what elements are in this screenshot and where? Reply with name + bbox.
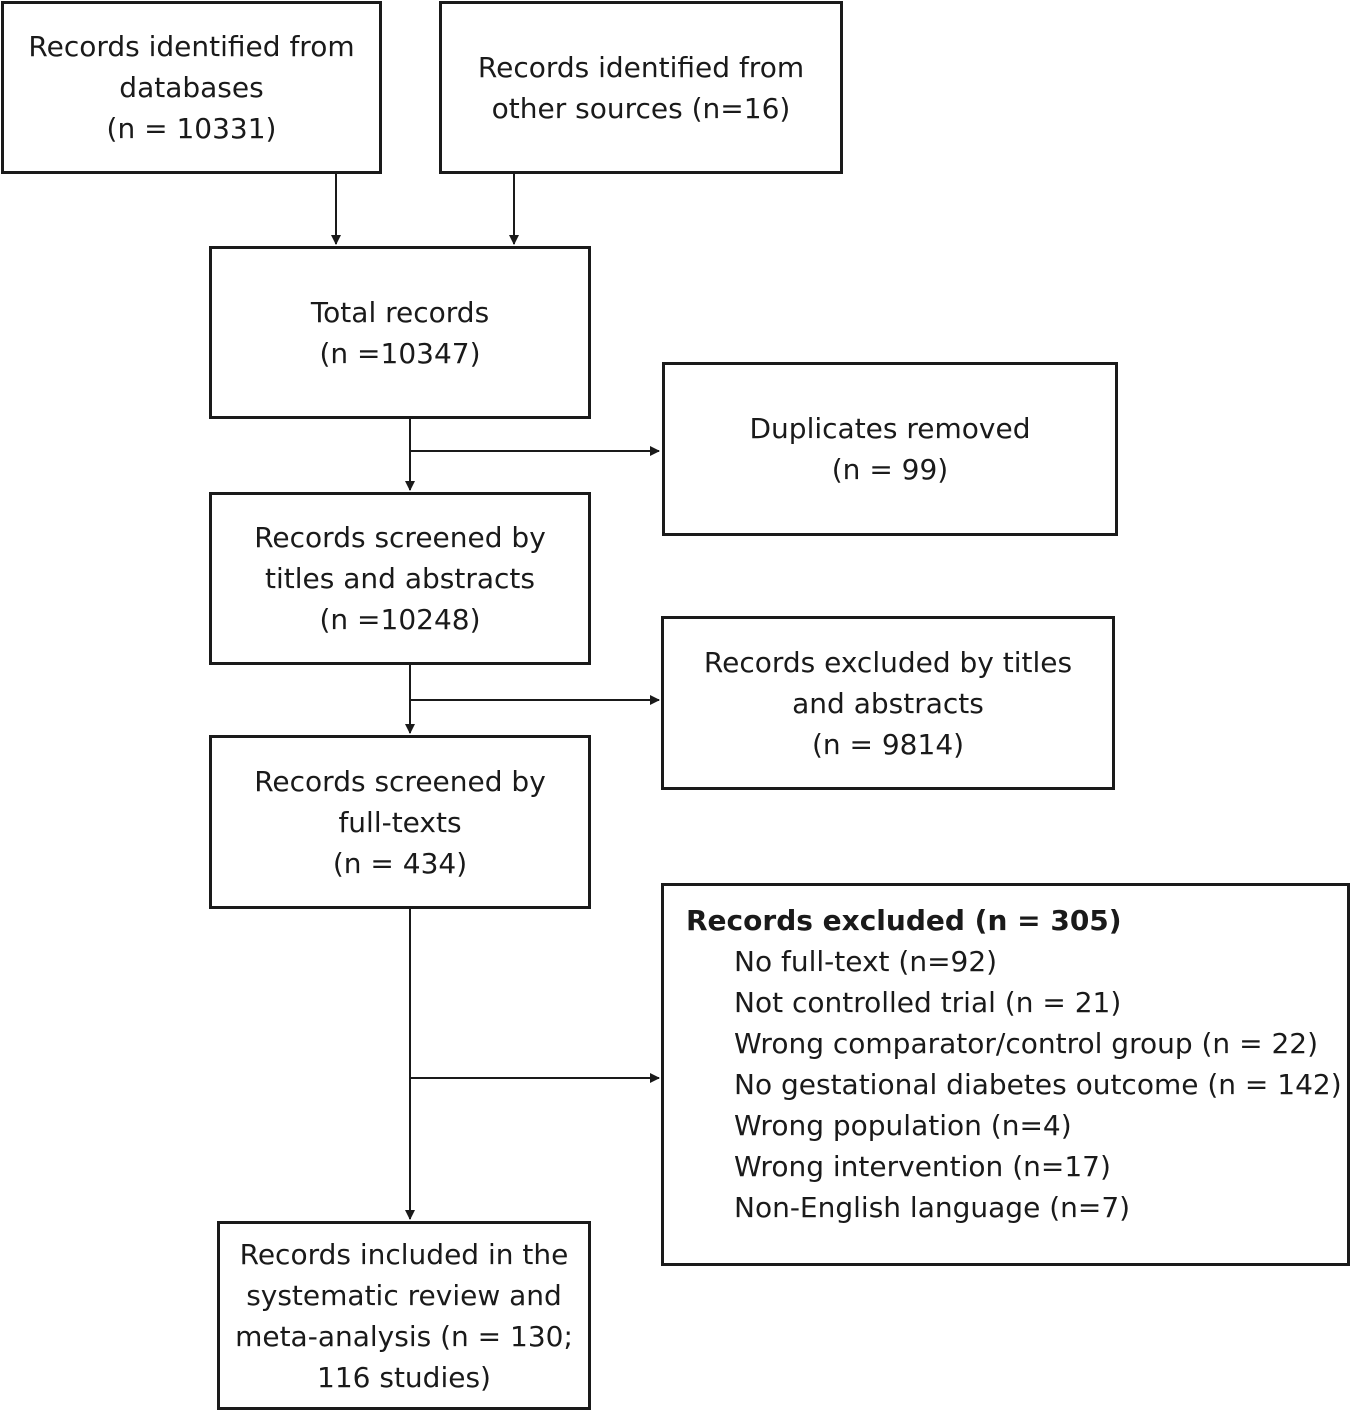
box-screened-full-texts: Records screened by full-texts (n = 434)	[209, 735, 591, 909]
excluded-reason: Non-English language (n=7)	[734, 1191, 1131, 1224]
box-line: Records identified from	[477, 50, 805, 84]
box-line: (n = 434)	[332, 846, 468, 880]
box-line: systematic review and	[246, 1278, 562, 1312]
excluded-reason: Not controlled trial (n = 21)	[734, 986, 1122, 1019]
excluded-reason: Wrong intervention (n=17)	[734, 1150, 1111, 1183]
box-line: 116 studies)	[317, 1360, 491, 1394]
excluded-reason: No gestational diabetes outcome (n = 142…	[734, 1068, 1342, 1101]
box-line: titles and abstracts	[265, 562, 535, 595]
box-line: Total records	[310, 295, 490, 329]
box-line: (n =10347)	[319, 336, 481, 370]
box-records-excluded-fulltext: Records excluded (n = 305) No full-text …	[661, 883, 1350, 1266]
box-line: other sources (n=16)	[491, 91, 791, 125]
box-records-databases: Records identified from databases (n = 1…	[1, 1, 382, 174]
box-line: databases	[119, 71, 264, 104]
box-excluded-titles-abstracts: Records excluded by titles and abstracts…	[661, 616, 1115, 790]
box-line: Duplicates removed	[749, 412, 1031, 445]
box-line: Records identified from	[28, 30, 355, 63]
excluded-reason: No full-text (n=92)	[734, 945, 998, 978]
box-line: Records screened by	[254, 521, 546, 554]
excluded-reason: Wrong comparator/control group (n = 22)	[734, 1027, 1318, 1060]
box-line: full-texts	[338, 805, 462, 839]
box-line: meta-analysis (n = 130;	[235, 1319, 573, 1353]
box-line: (n = 9814)	[811, 727, 965, 761]
box-line: and abstracts	[792, 686, 984, 720]
box-line: (n =10248)	[319, 603, 481, 636]
box-line: Records screened by	[254, 764, 546, 798]
excluded-reason: Wrong population (n=4)	[734, 1109, 1072, 1142]
box-line: Records excluded by titles	[703, 645, 1073, 679]
box-duplicates-removed: Duplicates removed (n = 99)	[662, 362, 1118, 536]
box-line: (n = 10331)	[106, 112, 277, 145]
box-line: (n = 99)	[831, 453, 949, 486]
excluded-title: Records excluded (n = 305)	[686, 904, 1122, 937]
box-screened-titles-abstracts: Records screened by titles and abstracts…	[209, 492, 591, 665]
box-total-records: Total records (n =10347)	[209, 246, 591, 419]
box-records-included: Records included in the systematic revie…	[217, 1221, 591, 1410]
box-line: Records included in the	[239, 1237, 569, 1271]
box-records-other-sources: Records identified from other sources (n…	[439, 1, 843, 174]
